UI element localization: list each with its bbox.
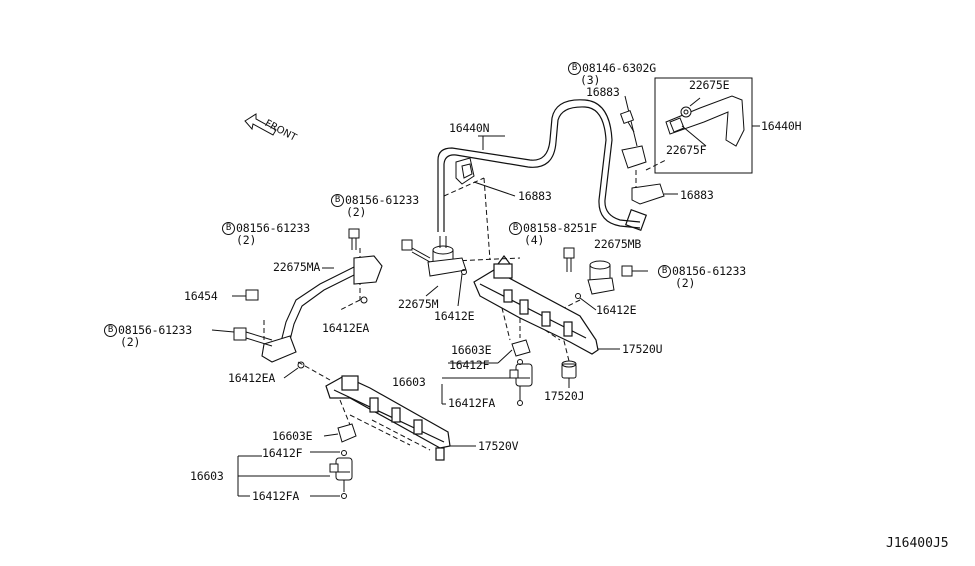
label-16412fa-left: 16412FA xyxy=(252,489,300,503)
label-16883-upper: 16883 xyxy=(586,85,620,99)
hose-22675ma xyxy=(261,255,383,363)
fuel-rail-17520u xyxy=(473,255,599,355)
damper-22675mb xyxy=(587,260,615,295)
bolt-symbol-icon: B xyxy=(658,265,671,278)
oring-16412ea-upper xyxy=(360,296,368,304)
oring-16412e-right xyxy=(575,293,581,299)
label-bolt-08156-center-qty: (2) xyxy=(346,205,367,219)
bolt-symbol-icon: B xyxy=(509,222,522,235)
label-17520j: 17520J xyxy=(544,389,585,403)
bolt-08146 xyxy=(619,109,635,133)
label-16440n: 16440N xyxy=(449,121,490,135)
label-22675m: 22675M xyxy=(398,297,439,311)
label-16603e-left: 16603E xyxy=(272,429,313,443)
label-16883-right: 16883 xyxy=(680,188,714,202)
clip-16603e-right xyxy=(511,339,531,357)
injector-16603-right xyxy=(509,359,533,406)
label-22675ma: 22675MA xyxy=(273,260,321,274)
fuel-rail-17520v xyxy=(325,375,451,461)
label-22675mb: 22675MB xyxy=(594,237,642,251)
bolt-08158 xyxy=(563,247,575,272)
label-bolt-08156-left-qty: (2) xyxy=(236,233,257,247)
oring-16412e-center xyxy=(461,269,467,275)
bracket-16603-left xyxy=(237,451,340,497)
part-code: 08146-6302G xyxy=(582,61,656,75)
clip-16883-top xyxy=(455,157,475,185)
part-code: 08158-8251F xyxy=(523,221,597,235)
bolt-08156-lower-left xyxy=(211,327,273,347)
label-16412fa-right: 16412FA xyxy=(448,396,496,410)
injector-16603-left xyxy=(329,450,353,499)
part-code: 08156-61233 xyxy=(118,323,192,337)
bolt-symbol-icon: B xyxy=(222,222,235,235)
label-bolt-08156-right-qty: (2) xyxy=(675,276,696,290)
label-16412e-right: 16412E xyxy=(596,303,637,317)
label-22675f: 22675F xyxy=(666,143,707,157)
label-22675e: 22675E xyxy=(689,78,730,92)
label-16412ea-upper: 16412EA xyxy=(322,321,370,335)
label-16454: 16454 xyxy=(184,289,218,303)
label-bolt-08156-lower-left-qty: (2) xyxy=(120,335,141,349)
part-code: 08156-61233 xyxy=(672,264,746,278)
fuel-hose-16440n xyxy=(437,99,648,232)
clip-16883-upper xyxy=(621,145,647,169)
clip-16603e-left xyxy=(337,423,357,443)
label-16412e-center: 16412E xyxy=(434,309,475,323)
bolt-08156-right xyxy=(621,265,648,277)
bolt-symbol-icon: B xyxy=(104,324,117,337)
label-16883-center: 16883 xyxy=(518,189,552,203)
part-code: 08156-61233 xyxy=(236,221,310,235)
label-16440h: 16440H xyxy=(761,119,802,133)
cap-16454 xyxy=(232,289,259,301)
label-16412f-left: 16412F xyxy=(262,446,303,460)
bracket-16603-right xyxy=(441,349,513,405)
label-bolt-08158-qty: (4) xyxy=(524,233,545,247)
oring-16412ea-lower xyxy=(297,361,305,369)
diagram-reference-code: J16400J5 xyxy=(886,536,949,551)
clip-16883-right xyxy=(631,183,665,205)
bolt-08156-center xyxy=(401,239,431,263)
label-bolt-08146-qty: (3) xyxy=(580,73,601,87)
label-16412f-right: 16412F xyxy=(449,358,490,372)
bolt-symbol-icon: B xyxy=(568,62,581,75)
front-arrow-icon xyxy=(244,113,277,136)
bolt-symbol-icon: B xyxy=(331,194,344,207)
insulator-17520j xyxy=(561,360,577,388)
label-16603-right: 16603 xyxy=(392,375,426,389)
damper-22675m xyxy=(427,236,467,277)
hose-16440h-parts xyxy=(665,95,745,147)
bolt-08156-left xyxy=(348,228,360,250)
label-16603e-right: 16603E xyxy=(451,343,492,357)
label-16412ea-lower: 16412EA xyxy=(228,371,276,385)
label-16603-left: 16603 xyxy=(190,469,224,483)
part-code: 08156-61233 xyxy=(345,193,419,207)
label-17520v: 17520V xyxy=(478,439,519,453)
label-17520u: 17520U xyxy=(622,342,663,356)
